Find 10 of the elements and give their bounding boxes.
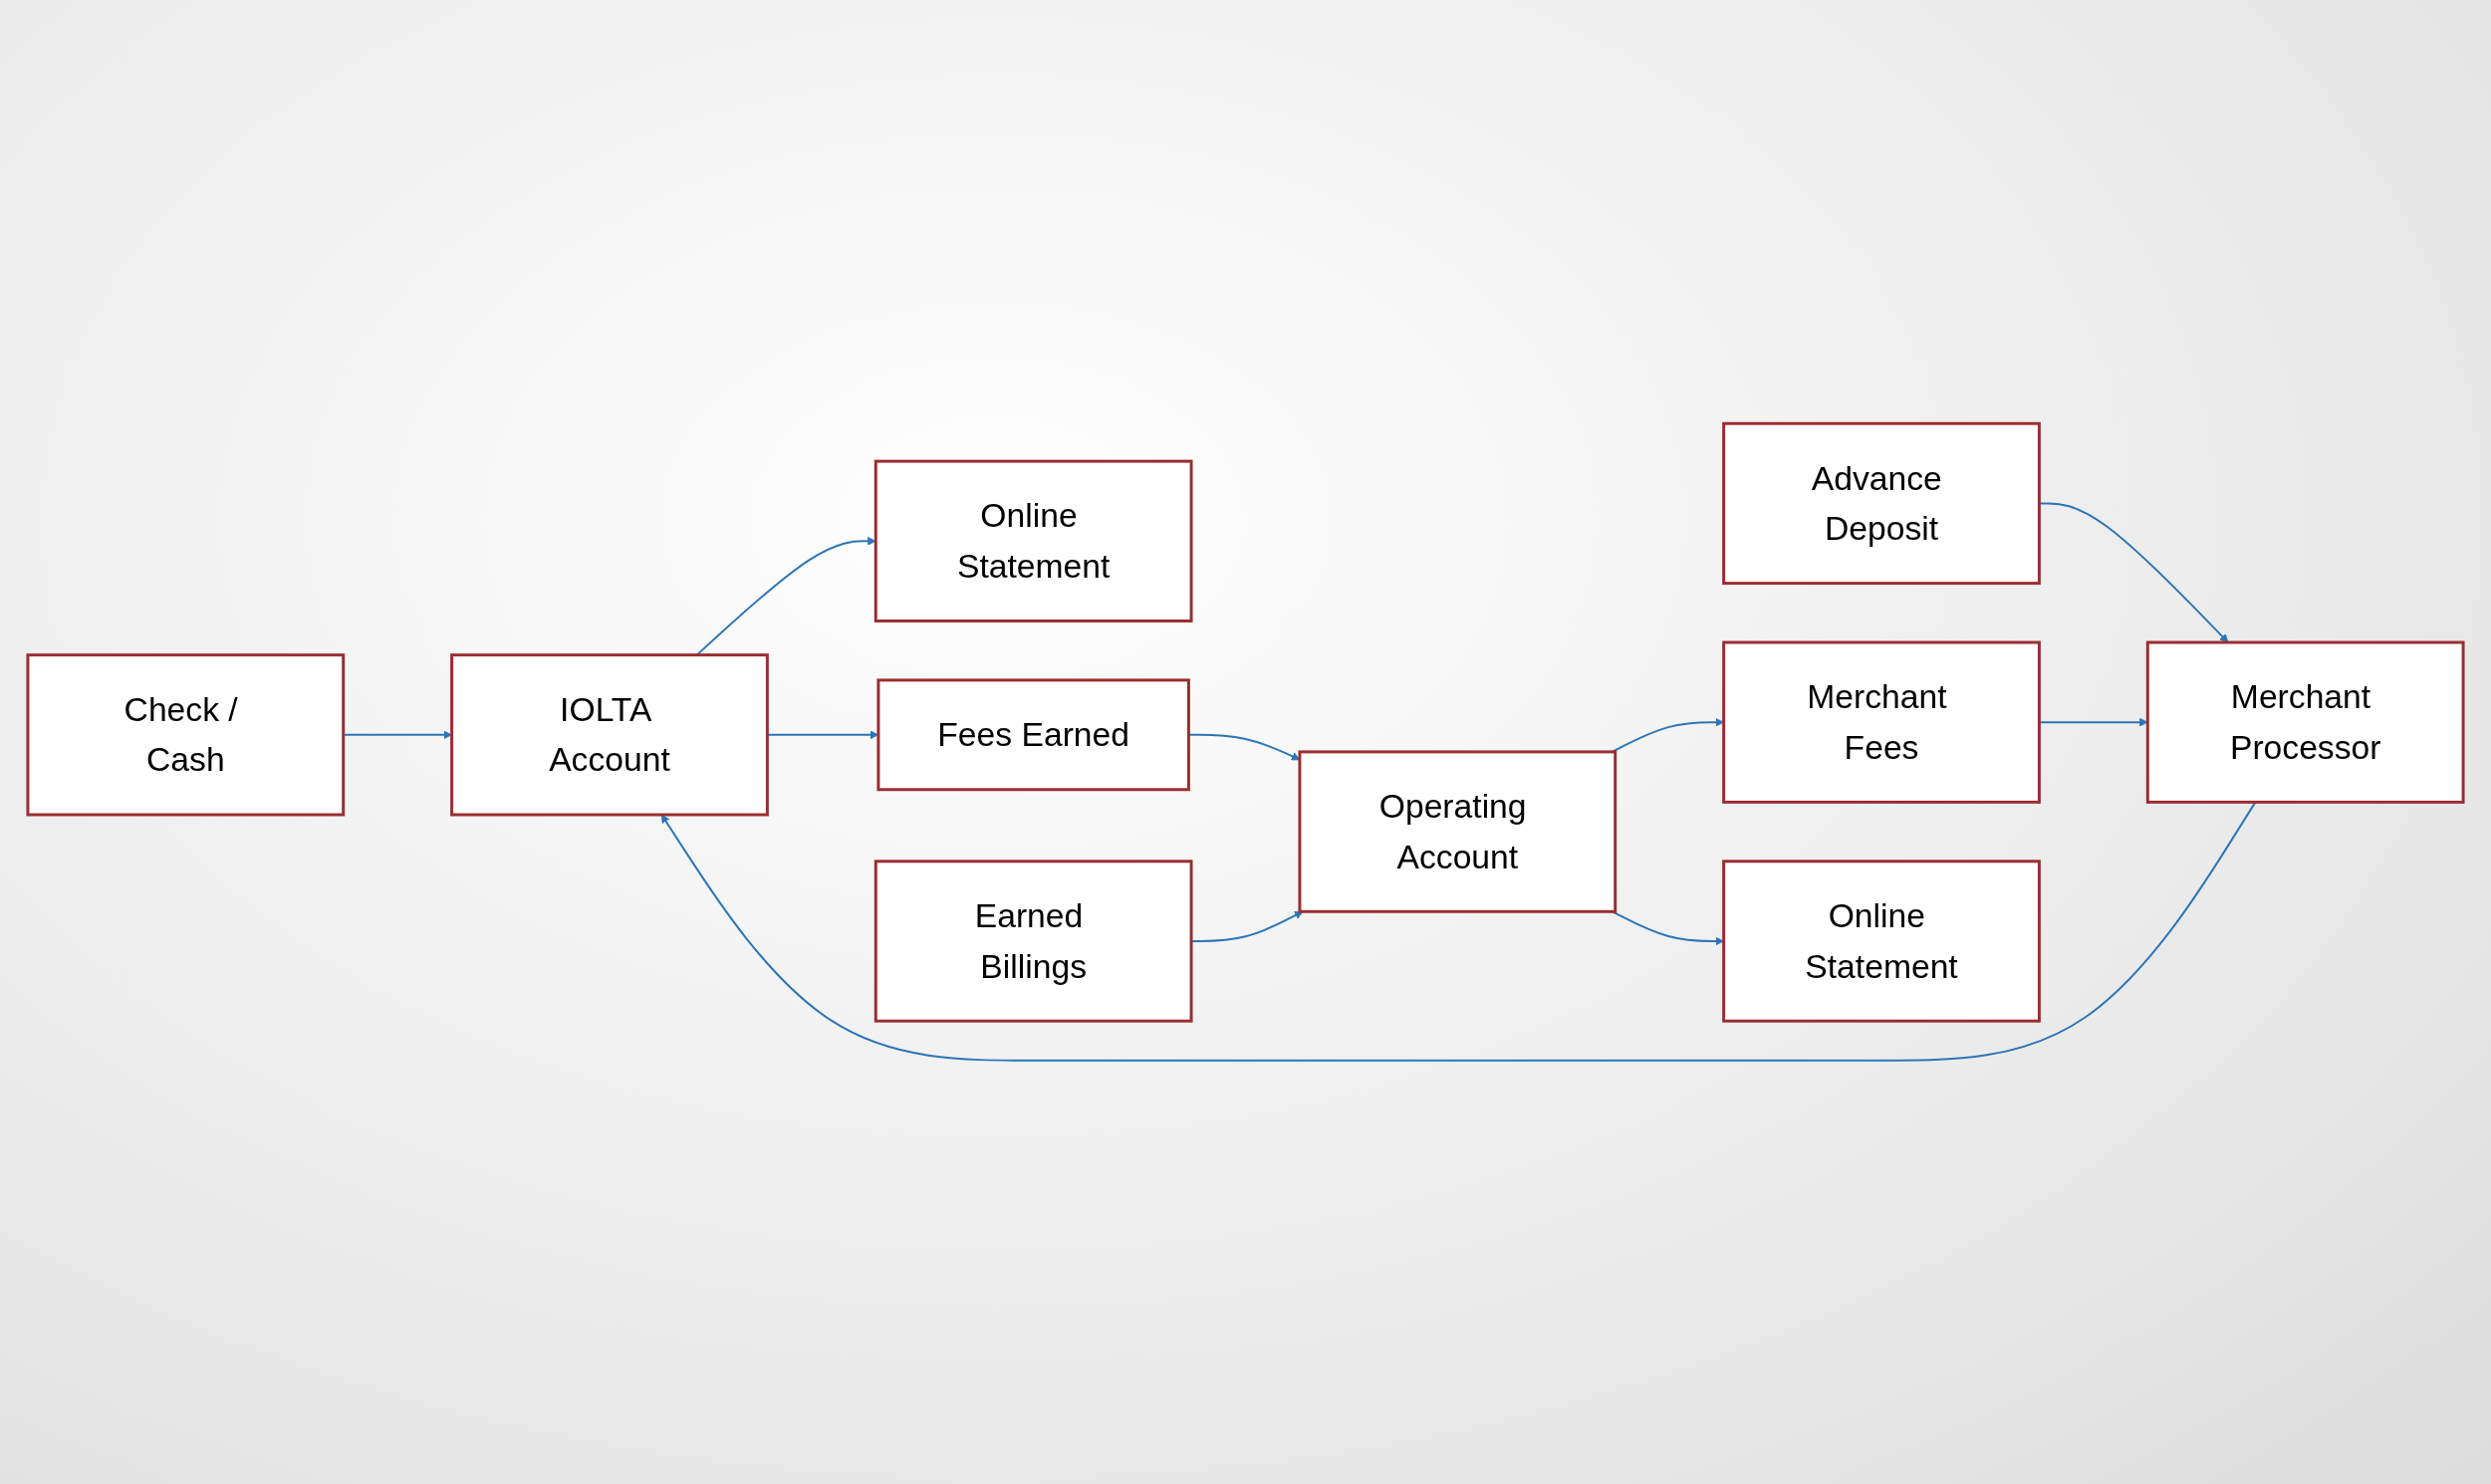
node-box: Fees Earned [876,678,1190,792]
node-box: Operating Account [1298,750,1618,913]
node-box: Online Statement [1722,860,2041,1023]
node-box: Advance Deposit [1722,421,2041,586]
node-box: IOLTA Account [450,653,769,817]
node-box: Check / Cash [26,653,346,817]
node-box: Earned Billings [873,860,1193,1023]
node-box: Merchant Fees [1722,640,2041,804]
node-box: Online Statement [873,459,1193,622]
node-box: Merchant Processor [2145,640,2465,804]
